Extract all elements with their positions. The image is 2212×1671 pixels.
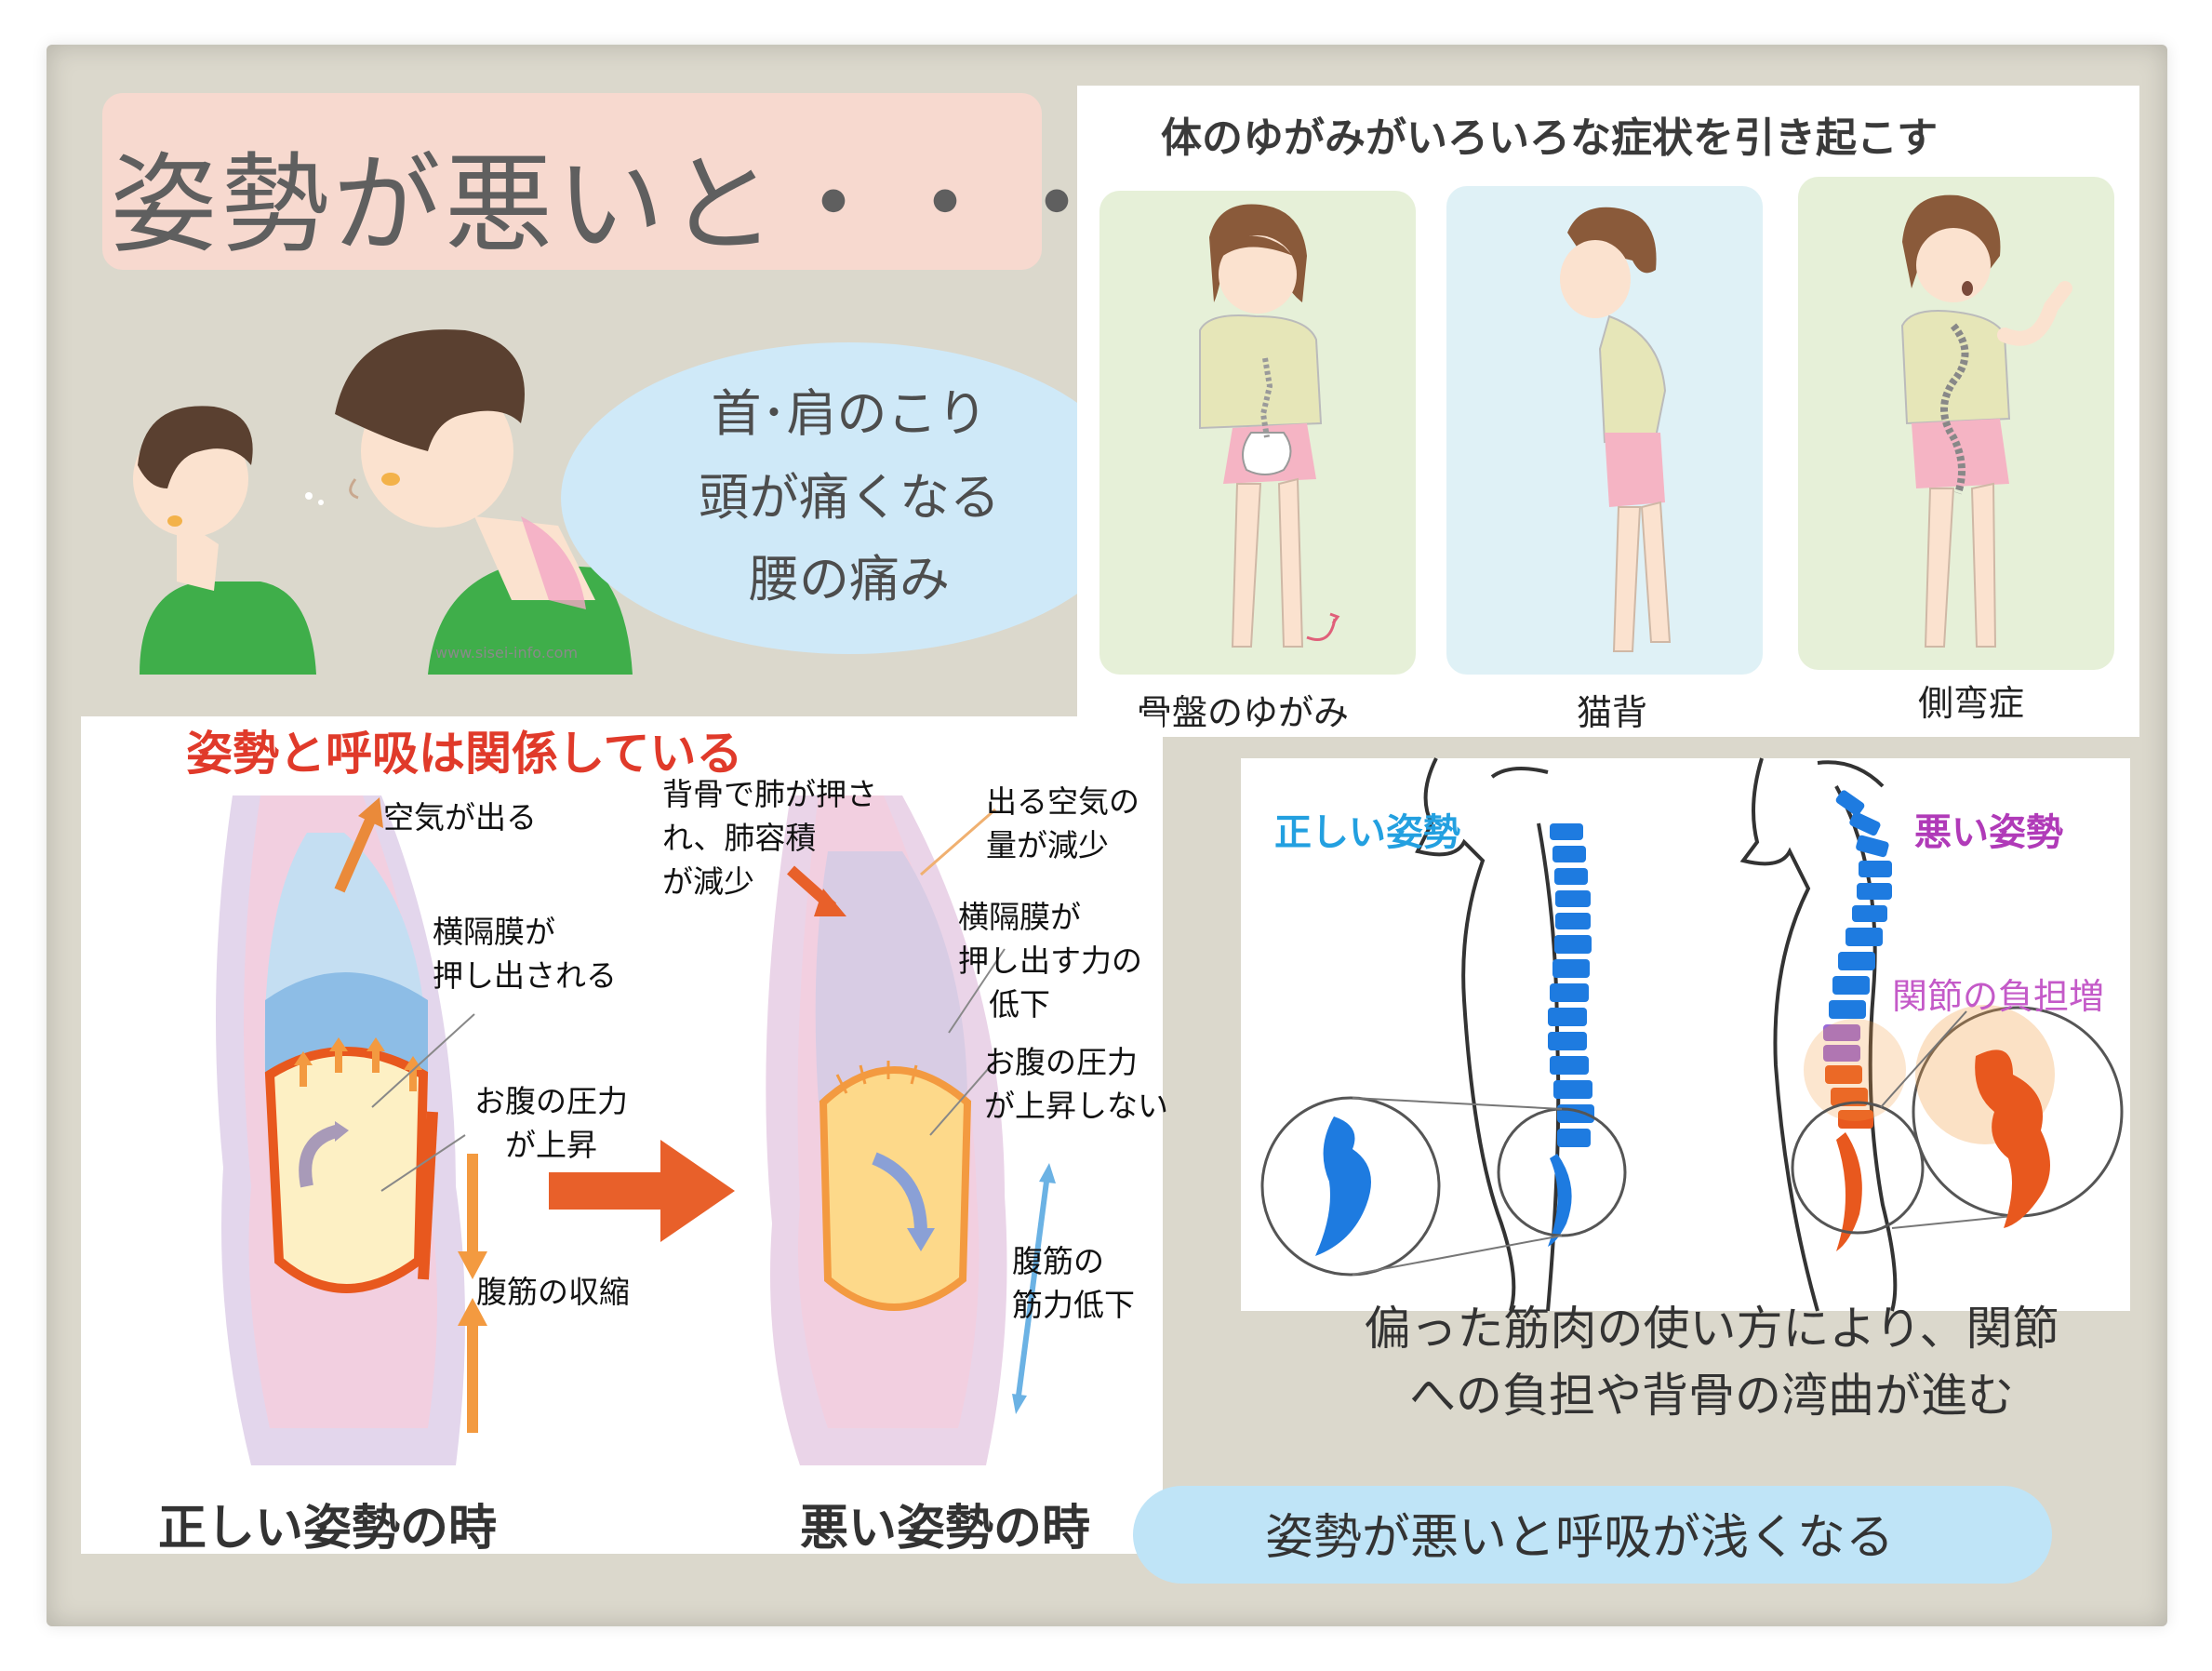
woman-hunchback-illustration — [1560, 207, 1672, 652]
transition-arrow — [549, 1140, 735, 1242]
card-label-pelvis: 骨盤のゆがみ — [1137, 692, 1350, 733]
symptom-oval — [561, 342, 1138, 654]
good-posture-caption: 正しい姿勢の時 — [158, 1501, 498, 1557]
boys-illustration — [133, 329, 633, 675]
bad-posture-label: 悪い姿勢 — [1914, 811, 2063, 854]
title-banner — [102, 93, 1042, 270]
good-leader-lines — [371, 1013, 475, 1192]
weak-abs-arrow — [1012, 1163, 1056, 1414]
woman-pelvis-illustration — [1199, 204, 1340, 648]
bad-leader-lines — [920, 808, 1006, 1136]
watermark: www.sisei-info.com — [435, 644, 579, 662]
bad-abs-note: 腹筋の 筋力低下 — [1012, 1243, 1135, 1323]
spine-caption: 偏った筋肉の使い方により、関節 への負担や背骨の湾曲が進む — [1364, 1302, 2059, 1423]
symptom-2: 頭が痛くなる — [699, 468, 1000, 527]
good-posture-torso-diagram — [216, 795, 465, 1465]
page-title: 姿勢が悪いと・・・ — [110, 142, 1114, 268]
bad-spine-note: 背骨で肺が押さ れ、肺容積 が減少 — [662, 776, 877, 900]
good-diaphragm-note: 横隔膜が 押し出される — [433, 914, 617, 994]
distortion-heading: 体のゆがみがいろいろな症状を引き起こす — [1161, 114, 1939, 162]
symptom-3: 腰の痛み — [749, 550, 950, 608]
bottom-message: 姿勢が悪いと呼吸が浅くなる — [1265, 1510, 1895, 1566]
bad-posture-torso-diagram — [766, 795, 1007, 1465]
joint-burden-label: 関節の負担増 — [1892, 976, 2105, 1017]
bad-diaphragm-note: 横隔膜が 押し出す力の 低下 — [958, 899, 1142, 1023]
air-out-arrow — [334, 797, 383, 893]
bottom-message-pill — [1133, 1486, 2052, 1584]
symptom-1: 首･肩のこり — [711, 384, 988, 443]
spine-comparison-diagram — [1260, 757, 2124, 1312]
good-abs-note: 腹筋の収縮 — [476, 1274, 630, 1310]
breathing-heading: 姿勢と呼吸は関係している — [186, 727, 743, 781]
ab-contraction-arrows — [458, 1154, 487, 1433]
good-posture-label: 正しい姿勢 — [1274, 811, 1460, 854]
card-label-hunchback: 猫背 — [1577, 692, 1648, 733]
bad-pressure-note: お腹の圧力 が上昇しない — [984, 1044, 1168, 1124]
woman-scoliosis-illustration — [1900, 194, 2072, 648]
good-air-note: 空気が出る — [383, 799, 537, 836]
good-pressure-note: お腹の圧力 が上昇 — [474, 1083, 628, 1163]
card-label-scoliosis: 側弯症 — [1918, 683, 2025, 724]
bad-posture-caption: 悪い姿勢の時 — [800, 1501, 1091, 1557]
bad-air-note: 出る空気の 量が減少 — [986, 783, 1139, 863]
